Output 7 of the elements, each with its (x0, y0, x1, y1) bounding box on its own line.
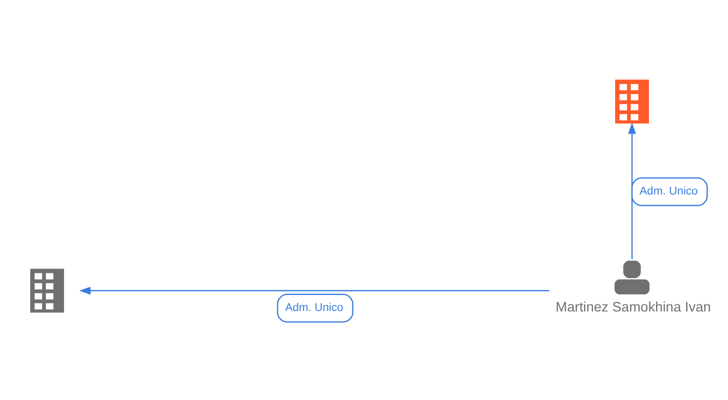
edge-label: Adm. Unico (640, 184, 698, 197)
node-building (30, 268, 64, 312)
arrow (628, 122, 636, 259)
node-building (615, 79, 649, 123)
arrow (79, 286, 550, 294)
edge-label: Adm. Unico (285, 301, 344, 314)
node-label: Martinez Samokhina Ivan (556, 299, 711, 314)
